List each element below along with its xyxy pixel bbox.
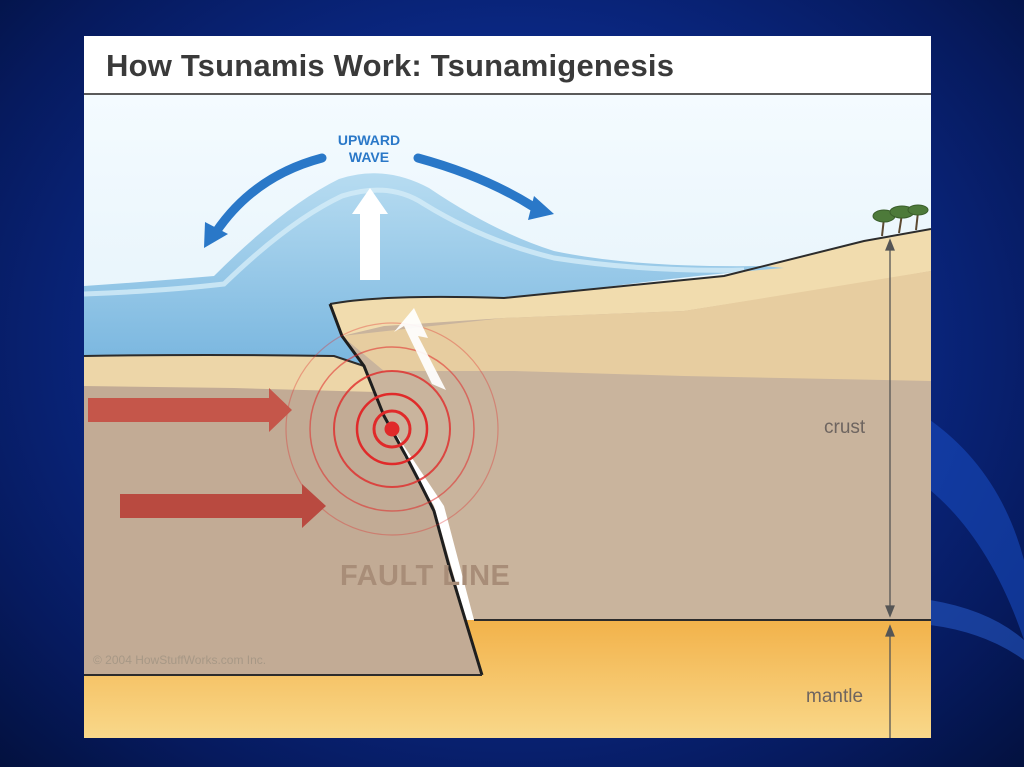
tsunami-figure: How Tsunamis Work: Tsunamigenesis UPWARD… bbox=[84, 36, 931, 738]
fault-line-label: FAULT LINE bbox=[340, 560, 510, 593]
crust-label: crust bbox=[824, 417, 865, 439]
copyright-notice: © 2004 HowStuffWorks.com Inc. bbox=[93, 653, 266, 667]
mantle-label: mantle bbox=[806, 686, 863, 708]
tsunami-scene bbox=[84, 36, 931, 738]
upward-wave-label: UPWARD WAVE bbox=[324, 132, 414, 166]
figure-title: How Tsunamis Work: Tsunamigenesis bbox=[106, 48, 674, 84]
title-divider bbox=[84, 93, 931, 95]
